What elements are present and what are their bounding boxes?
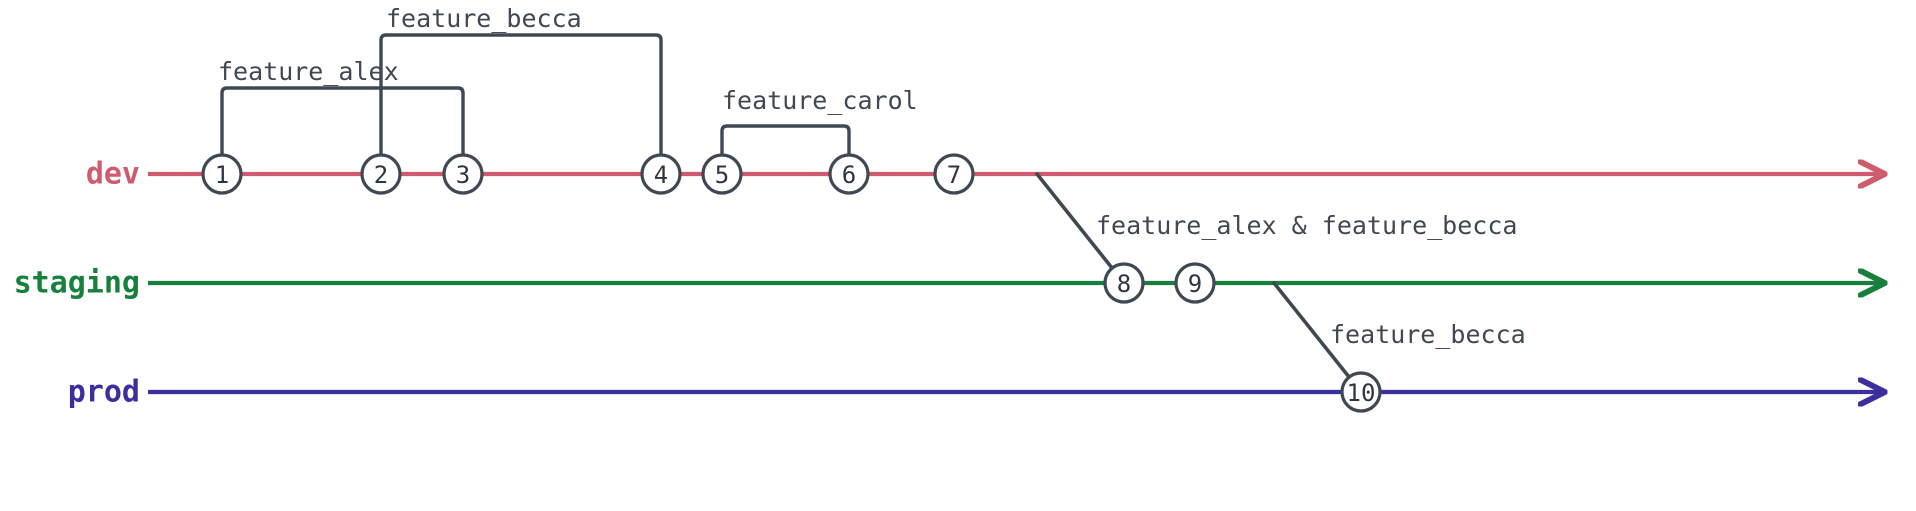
- commit-node-label-7: 7: [947, 161, 961, 189]
- bracket-label-feature-becca: feature_becca: [386, 4, 582, 33]
- bracket-feature-becca: [379, 33, 663, 176]
- feature-brackets: [220, 33, 851, 176]
- bracket-feature-alex: [220, 86, 465, 176]
- commit-node-circle-7[interactable]: [933, 153, 975, 195]
- commit-node-label-9: 9: [1188, 270, 1202, 298]
- commit-node-circle-3[interactable]: [442, 153, 484, 195]
- commit-nodes: 1 2 3 4 5 6 7 8 9 10: [201, 153, 1382, 413]
- commit-node-label-2: 2: [374, 161, 388, 189]
- bracket-feature-carol: [720, 124, 851, 176]
- commit-node-6[interactable]: 6: [828, 153, 870, 195]
- commit-node-circle-4[interactable]: [640, 153, 682, 195]
- bracket-label-feature-carol: feature_carol: [722, 86, 918, 115]
- commit-node-9[interactable]: 9: [1174, 262, 1216, 304]
- commit-node-10[interactable]: 10: [1340, 371, 1382, 413]
- commit-node-7[interactable]: 7: [933, 153, 975, 195]
- merge-line-merge-dev-to-staging: [1035, 172, 1126, 285]
- commit-node-circle-1[interactable]: [201, 153, 243, 195]
- commit-node-circle-10[interactable]: [1340, 371, 1382, 413]
- merge-connectors: [1035, 172, 1363, 394]
- merge-line-merge-staging-to-prod: [1272, 281, 1363, 394]
- commit-node-circle-6[interactable]: [828, 153, 870, 195]
- branch-label-staging: staging: [14, 266, 140, 301]
- commit-node-2[interactable]: 2: [360, 153, 402, 195]
- commit-node-1[interactable]: 1: [201, 153, 243, 195]
- commit-node-label-1: 1: [215, 161, 229, 189]
- branch-label-dev: dev: [86, 157, 140, 192]
- commit-node-label-4: 4: [654, 161, 668, 189]
- commit-node-label-10: 10: [1347, 379, 1376, 407]
- commit-node-8[interactable]: 8: [1103, 262, 1145, 304]
- commit-node-circle-9[interactable]: [1174, 262, 1216, 304]
- commit-node-circle-8[interactable]: [1103, 262, 1145, 304]
- merge-label-merge-dev-to-staging: feature_alex & feature_becca: [1096, 211, 1517, 240]
- text-labels: devstagingprodfeature_alexfeature_beccaf…: [14, 4, 1526, 410]
- commit-node-4[interactable]: 4: [640, 153, 682, 195]
- branch-lanes: [148, 174, 1880, 392]
- commit-node-circle-5[interactable]: [701, 153, 743, 195]
- commit-node-label-6: 6: [842, 161, 856, 189]
- commit-node-label-3: 3: [456, 161, 470, 189]
- commit-node-circle-2[interactable]: [360, 153, 402, 195]
- commit-node-3[interactable]: 3: [442, 153, 484, 195]
- merge-label-merge-staging-to-prod: feature_becca: [1330, 320, 1526, 349]
- bracket-label-feature-alex: feature_alex: [218, 57, 399, 86]
- commit-node-label-8: 8: [1117, 270, 1131, 298]
- commit-node-5[interactable]: 5: [701, 153, 743, 195]
- commit-node-label-5: 5: [715, 161, 729, 189]
- branch-label-prod: prod: [68, 375, 140, 410]
